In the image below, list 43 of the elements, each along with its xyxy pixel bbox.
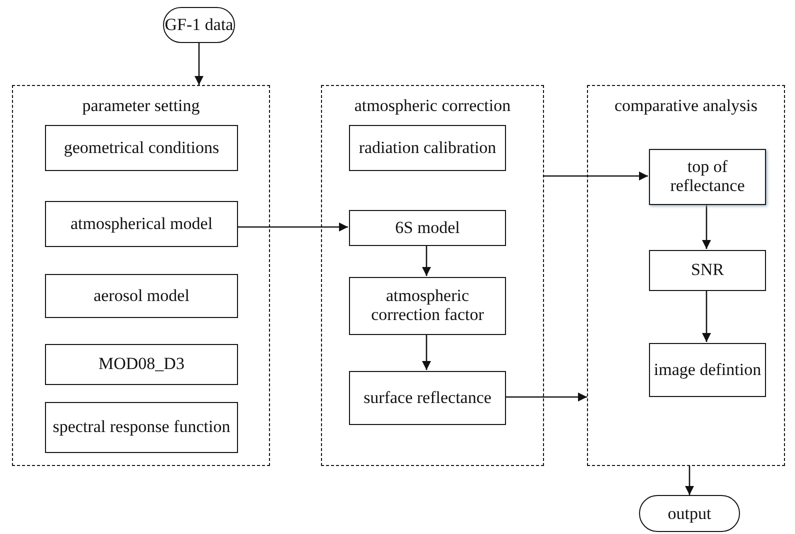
arrow (702, 204, 711, 249)
node-text: top of reflectance (669, 158, 746, 196)
process-box (45, 344, 238, 385)
arrow (194, 43, 204, 85)
group-frame (321, 85, 544, 466)
arrow (685, 466, 694, 495)
arrow (505, 392, 587, 402)
node-text: spectral response function (52, 418, 230, 437)
node-text: radiation calibration (358, 138, 496, 158)
arrow (702, 290, 711, 342)
group-title: parameter setting (81, 96, 201, 116)
node-text: output (668, 504, 712, 524)
process-box (45, 274, 238, 318)
process-box (649, 343, 766, 397)
process-box (649, 149, 766, 205)
node-text: 6S model (395, 218, 460, 238)
arrow (422, 245, 431, 276)
node-text: aerosol model (94, 286, 190, 306)
process-box (349, 125, 506, 171)
node-text: image defintion (654, 360, 762, 380)
group-frame (12, 85, 270, 466)
node-text: surface reflectance (364, 388, 492, 408)
group-title: comparative analysis (613, 96, 759, 116)
process-box (45, 201, 238, 247)
arrow (544, 172, 648, 180)
terminal-pill (639, 495, 740, 532)
node-text: MOD08_D3 (98, 355, 184, 374)
node-text: atmospherical model (70, 214, 213, 234)
process-box (349, 210, 506, 246)
process-box (649, 250, 766, 291)
node-text: geometrical conditions (64, 138, 220, 158)
process-box (45, 125, 238, 171)
process-box (45, 402, 238, 453)
node-text: SNR (690, 261, 724, 280)
process-box (349, 277, 506, 335)
arrow (237, 222, 348, 232)
node-text: GF-1 data (164, 15, 234, 35)
node-text: atmospheric correction factor (370, 287, 485, 325)
terminal-pill (163, 7, 235, 43)
group-title: atmospheric correction (353, 96, 512, 116)
arrow (422, 334, 431, 370)
process-box (349, 371, 506, 425)
group-frame (587, 85, 785, 466)
